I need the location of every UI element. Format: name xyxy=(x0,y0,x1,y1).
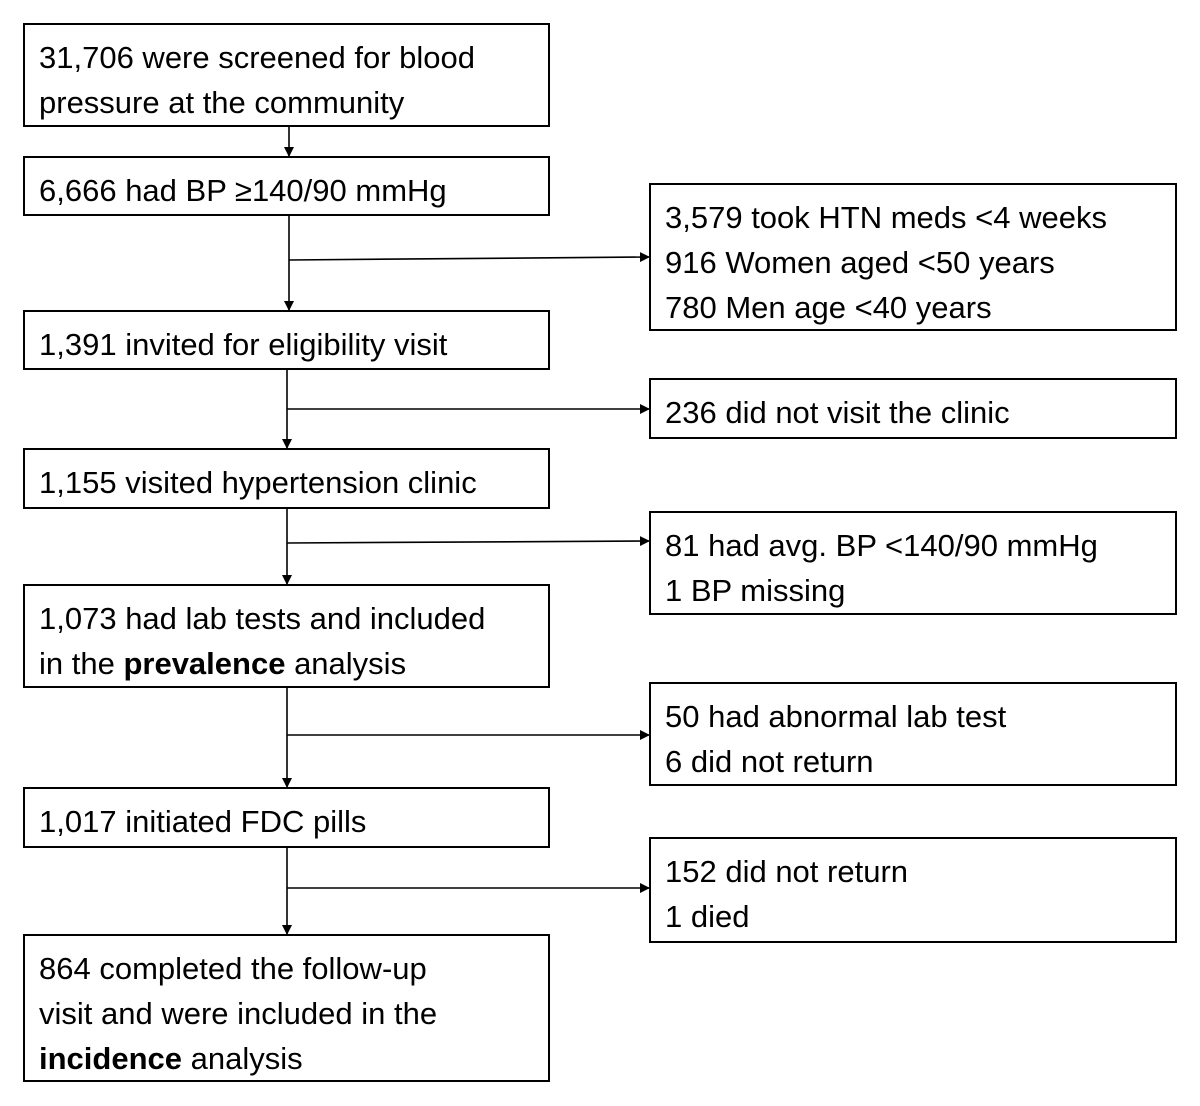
box-text-line: 3,579 took HTN meds <4 weeks xyxy=(665,195,1161,240)
text-segment: 3,579 took HTN meds <4 weeks xyxy=(665,200,1107,235)
box-completed: 864 completed the follow-up visit and wer… xyxy=(23,934,550,1082)
box-text-line: in the prevalence analysis xyxy=(39,641,534,686)
box-text-line: 1,073 had lab tests and included xyxy=(39,596,534,641)
text-segment: 864 completed the follow-up xyxy=(39,951,427,986)
box-text-line: 1,017 initiated FDC pills xyxy=(39,799,534,844)
box-text-line: 6 did not return xyxy=(665,739,1161,784)
text-segment: pressure at the community xyxy=(39,85,405,120)
text-segment: 6,666 had BP ≥140/90 mmHg xyxy=(39,173,447,208)
box-text-line: 31,706 were screened for blood xyxy=(39,35,534,80)
text-segment: analysis xyxy=(182,1041,303,1076)
text-segment: 916 Women aged <50 years xyxy=(665,245,1055,280)
box-text-line: 6,666 had BP ≥140/90 mmHg xyxy=(39,168,534,213)
text-segment: 31,706 were screened for blood xyxy=(39,40,476,75)
box-excl-3: 81 had avg. BP <140/90 mmHg 1 BP missing xyxy=(649,511,1177,615)
text-segment: visit and were included in the xyxy=(39,996,438,1031)
box-screened: 31,706 were screened for blood pressure a… xyxy=(23,23,550,127)
text-segment: 6 did not return xyxy=(665,744,874,779)
arrow-to-excl-1 xyxy=(288,252,650,263)
box-text-line: 1,391 invited for eligibility visit xyxy=(39,322,534,367)
box-excl-1: 3,579 took HTN meds <4 weeks 916 Women ag… xyxy=(649,183,1177,331)
text-segment: in the xyxy=(39,646,124,681)
box-excl-4: 50 had abnormal lab test 6 did not return xyxy=(649,682,1177,786)
box-excl-5: 152 did not return 1 died xyxy=(649,837,1177,943)
box-text-line: 152 did not return xyxy=(665,849,1161,894)
box-text-line: 864 completed the follow-up xyxy=(39,946,534,991)
text-segment: 1 died xyxy=(665,899,750,934)
text-segment: 236 did not visit the clinic xyxy=(665,395,1010,430)
box-text-line: incidence analysis xyxy=(39,1036,534,1081)
text-segment: 152 did not return xyxy=(665,854,909,889)
box-text-line: visit and were included in the xyxy=(39,991,534,1036)
bold-term: incidence xyxy=(39,1041,182,1076)
box-text-line: 916 Women aged <50 years xyxy=(665,240,1161,285)
text-segment: 1,155 visited hypertension clinic xyxy=(39,465,477,500)
box-lab-tests: 1,073 had lab tests and included in the p… xyxy=(23,584,550,688)
text-segment: 50 had abnormal lab test xyxy=(665,699,1007,734)
box-high-bp: 6,666 had BP ≥140/90 mmHg xyxy=(23,156,550,216)
text-segment: analysis xyxy=(285,646,407,681)
bold-term: prevalence xyxy=(123,646,286,681)
text-segment: 1,391 invited for eligibility visit xyxy=(39,327,448,362)
box-text-line: 50 had abnormal lab test xyxy=(665,694,1161,739)
box-visited: 1,155 visited hypertension clinic xyxy=(23,448,550,509)
text-segment: 780 Men age <40 years xyxy=(665,290,992,325)
arrow-to-excl-3 xyxy=(286,536,650,547)
box-text-line: 1 BP missing xyxy=(665,568,1161,613)
box-invited: 1,391 invited for eligibility visit xyxy=(23,310,550,370)
box-text-line: 236 did not visit the clinic xyxy=(665,390,1161,435)
box-excl-2: 236 did not visit the clinic xyxy=(649,378,1177,439)
box-text-line: 81 had avg. BP <140/90 mmHg xyxy=(665,523,1161,568)
box-text-line: pressure at the community xyxy=(39,80,534,125)
text-segment: 1,017 initiated FDC pills xyxy=(39,804,367,839)
text-segment: 1,073 had lab tests and included xyxy=(39,601,486,636)
text-segment: 1 BP missing xyxy=(665,573,846,608)
text-segment: 81 had avg. BP <140/90 mmHg xyxy=(665,528,1098,563)
box-initiated: 1,017 initiated FDC pills xyxy=(23,787,550,848)
box-text-line: 1 died xyxy=(665,894,1161,939)
box-text-line: 780 Men age <40 years xyxy=(665,285,1161,330)
box-text-line: 1,155 visited hypertension clinic xyxy=(39,460,534,505)
